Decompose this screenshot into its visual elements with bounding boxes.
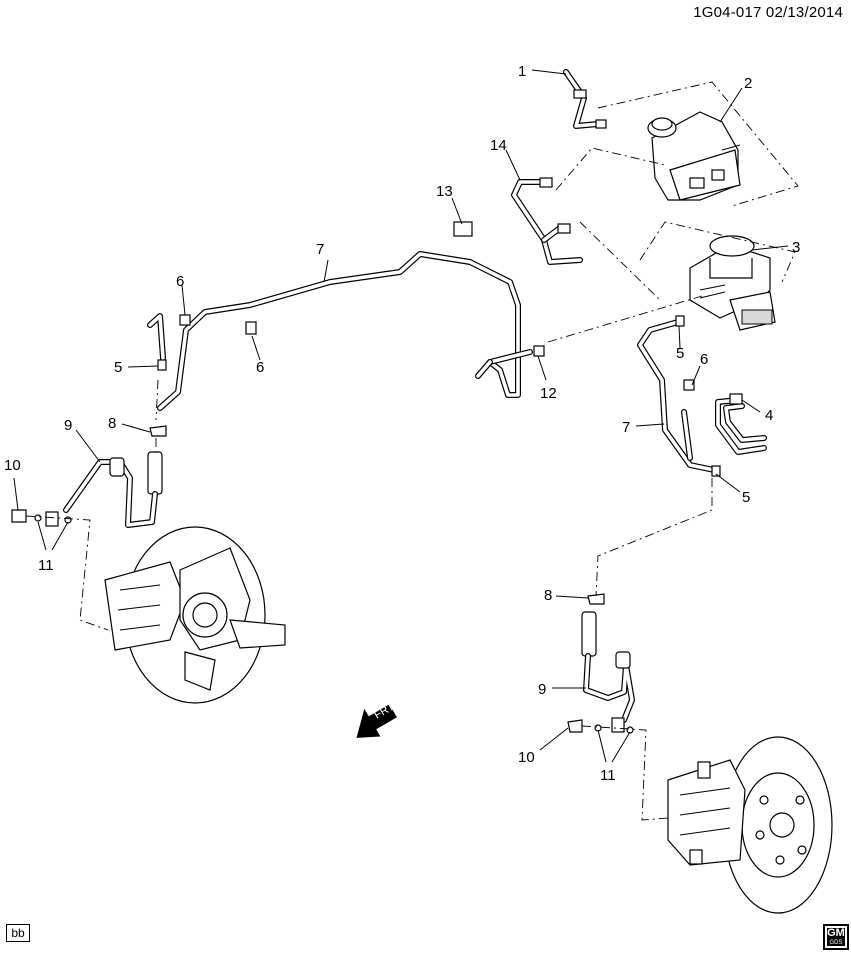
- callout-5-abs: 5: [676, 345, 684, 362]
- callout-4: 4: [765, 407, 773, 424]
- master-cylinder: [647, 111, 741, 201]
- callout-7-front: 7: [316, 241, 324, 258]
- brake-pipe-7-rear: [637, 319, 717, 473]
- callout-11-rear: 11: [600, 767, 616, 784]
- brake-pipe-4: [715, 397, 767, 455]
- brake-pipe-14: [511, 177, 583, 265]
- callout-11-front: 11: [38, 557, 54, 574]
- callout-1: 1: [518, 63, 526, 80]
- callout-6-right: 6: [700, 351, 708, 368]
- callout-2: 2: [744, 75, 752, 92]
- front-direction-arrow: FRT: [356, 701, 397, 738]
- callout-5-rear: 5: [742, 489, 750, 506]
- callout-3: 3: [792, 239, 800, 256]
- fittings: [149, 221, 743, 605]
- brake-pipe-7-front: [147, 251, 533, 411]
- callout-7-rear: 7: [622, 419, 630, 436]
- brake-hose-9-front: [11, 451, 163, 528]
- callout-6-mid: 6: [256, 359, 264, 376]
- callout-12: 12: [540, 385, 557, 402]
- rear-brake-assembly: [667, 736, 833, 914]
- brake-pipe-1: [563, 69, 607, 129]
- gm-logo-text: GM: [827, 927, 845, 939]
- bb-tag: bb: [6, 924, 30, 942]
- diagram-date: 02/13/2014: [765, 4, 843, 21]
- abs-modulator: [689, 235, 776, 331]
- alignment-lines: [25, 81, 799, 821]
- callout-labels: 1 2 3 4 5 5 5 6 6 6 7 7 8 8 9 9 10 10 11…: [4, 63, 800, 784]
- callout-10-front: 10: [4, 457, 21, 474]
- callout-14: 14: [490, 137, 507, 154]
- gm-logo-sub: GDS: [829, 940, 843, 946]
- diagram-header: 1G04-017 02/13/2014: [693, 4, 843, 21]
- brake-hose-9-rear: [567, 611, 635, 734]
- leader-lines: [13, 69, 789, 763]
- callout-8-rear: 8: [544, 587, 552, 604]
- callout-10-rear: 10: [518, 749, 535, 766]
- diagram-ref: 1G04-017: [693, 4, 762, 21]
- callout-13: 13: [436, 183, 453, 200]
- front-brake-assembly: [104, 526, 286, 704]
- gm-logo: GM GDS: [823, 924, 849, 950]
- callout-6-left: 6: [176, 273, 184, 290]
- callout-9-front: 9: [64, 417, 72, 434]
- callout-8-front: 8: [108, 415, 116, 432]
- callout-9-rear: 9: [538, 681, 546, 698]
- callout-5-front: 5: [114, 359, 122, 376]
